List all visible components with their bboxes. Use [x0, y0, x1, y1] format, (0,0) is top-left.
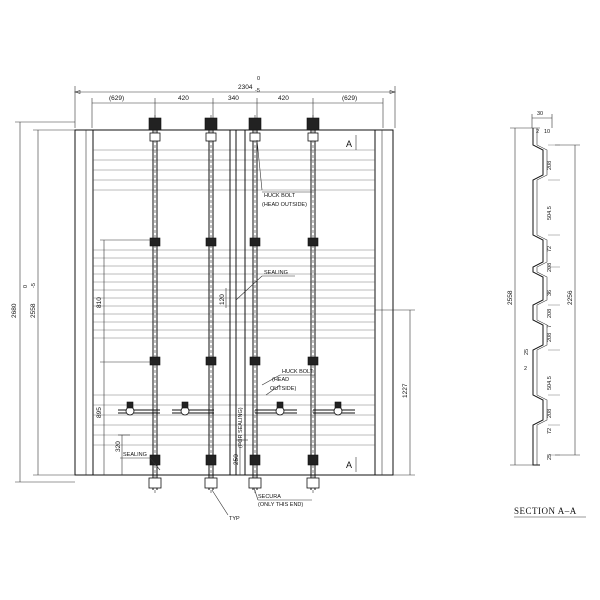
- sealing-2-label: SEALING: [123, 452, 147, 458]
- locking-bars: [152, 115, 316, 495]
- section-mark-bottom: A: [346, 460, 352, 470]
- interior-dimensions: 810 895 320 120 250 1227: [96, 239, 415, 476]
- seg-3-label: 420: [278, 95, 289, 102]
- section-a-a: 30 2 10 2558 2256 208 504.5 72 208 36 20…: [507, 111, 586, 518]
- huck-bolt-1-line2: (HEAD OUTSIDE): [262, 202, 307, 208]
- section-title: SECTION A–A: [514, 506, 577, 516]
- h-810-label: 810: [96, 297, 103, 308]
- seg-2-label: 340: [228, 95, 239, 102]
- overall-width-tol-bottom: -5: [255, 88, 260, 94]
- section-height-left: 2558: [507, 290, 514, 305]
- door-elevation: 2304 0 -5 (629) 420 340 420 (629): [11, 76, 415, 522]
- center-door-gap: [229, 130, 246, 475]
- seg-1-label: 420: [178, 95, 189, 102]
- section-7: 7: [547, 325, 553, 328]
- section-208d: 208: [547, 333, 553, 342]
- h-250-label: 250: [233, 454, 240, 465]
- seg-right-label: (629): [342, 95, 357, 102]
- height-dimensions: 2680 2558 -5 0: [11, 121, 75, 483]
- bar-guides: [148, 117, 320, 489]
- overall-height-label: 2680: [11, 303, 18, 318]
- section-208a: 208: [547, 161, 553, 170]
- section-208b: 208: [547, 263, 553, 272]
- section-208e: 208: [547, 409, 553, 418]
- sealing-1-label: SEALING: [264, 270, 288, 276]
- section-5045a: 504.5: [547, 206, 553, 220]
- overall-width-tol-top: 0: [257, 76, 260, 82]
- bottom-note-2: (ONLY THIS END): [258, 502, 303, 508]
- section-5045b: 504.5: [547, 376, 553, 390]
- typ-label: TYP: [229, 516, 240, 522]
- section-top-width: 30: [537, 111, 543, 117]
- section-36: 36: [547, 290, 553, 296]
- bottom-note-1: SECURA: [258, 494, 281, 500]
- huck-bolt-2-line1: HUCK BOLT: [282, 369, 314, 375]
- height-2-tol-bottom: -5: [31, 283, 37, 288]
- huck-bolt-2-line2: (HEAD: [272, 377, 289, 383]
- section-top-a: 2: [536, 129, 539, 135]
- section-72b: 72: [547, 428, 553, 434]
- height-2-label: 2558: [30, 303, 37, 318]
- lower-panel-corrugations: [93, 394, 375, 446]
- section-mark-top: A: [346, 139, 352, 149]
- huck-bolt-2-line3: OUTSIDE): [270, 386, 296, 392]
- section-25: 25: [524, 349, 530, 355]
- h-895-label: 895: [96, 407, 103, 418]
- h-120-label: 120: [219, 294, 226, 305]
- mid-panel-corrugations: [93, 249, 375, 339]
- seg-left-label: (629): [109, 95, 124, 102]
- segment-dimensions: (629) 420 340 420 (629): [91, 95, 384, 128]
- door-frame: [74, 129, 394, 476]
- section-72a: 72: [547, 246, 553, 252]
- corrugated-profile: [532, 128, 544, 466]
- callouts: HUCK BOLT (HEAD OUTSIDE) SEALING HUCK BO…: [120, 139, 315, 522]
- section-2: 2: [524, 366, 527, 372]
- upper-panel-corrugations: [93, 149, 375, 191]
- h-1227-label: 1227: [402, 383, 409, 398]
- locking-handles: [118, 401, 355, 416]
- section-top-b: 10: [544, 129, 550, 135]
- section-208c: 208: [547, 309, 553, 318]
- height-2-tol-top: 0: [23, 285, 29, 288]
- huck-bolt-1-line1: HUCK BOLT: [264, 193, 296, 199]
- h-320-label: 320: [115, 441, 122, 452]
- section-25b: 25: [547, 454, 553, 460]
- section-height-right: 2256: [567, 290, 574, 305]
- overall-width-label: 2304: [238, 84, 253, 91]
- overall-width-dimension: 2304 0 -5: [73, 76, 397, 128]
- for-sealing-label: (FOR SEALING): [238, 407, 244, 448]
